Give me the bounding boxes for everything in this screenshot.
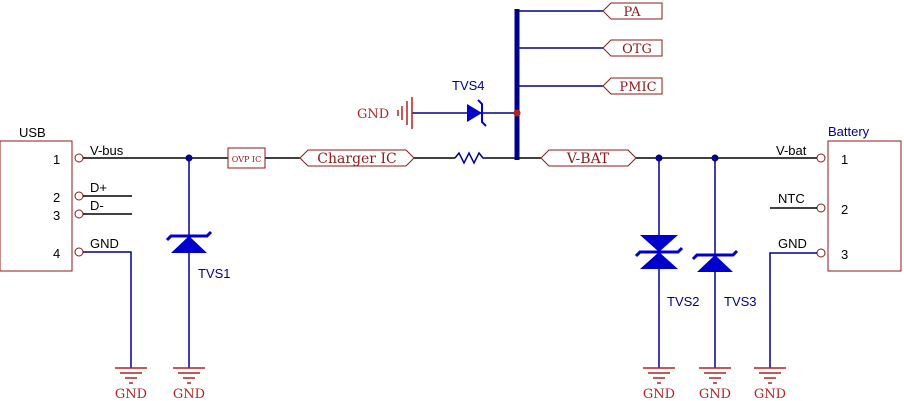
pa-netlabel bbox=[602, 2, 663, 20]
tvs1-diode-bar bbox=[165, 230, 213, 242]
usb-pin-2 bbox=[74, 191, 84, 201]
usb-pin-1 bbox=[74, 153, 84, 163]
otg-netlabel bbox=[602, 39, 663, 57]
tvs2-diode-upper bbox=[640, 235, 678, 252]
resistor-symbol bbox=[454, 151, 485, 165]
usb-connector-body bbox=[0, 140, 73, 272]
gnd-label-tvs1: GND bbox=[173, 387, 205, 401]
battery-pin-1-number: 1 bbox=[841, 152, 848, 167]
battery-connector-body bbox=[827, 140, 902, 272]
battery-pin-2 bbox=[816, 203, 826, 213]
tvs1-label: TVS1 bbox=[198, 266, 231, 281]
tvs2-label: TVS2 bbox=[667, 294, 700, 309]
battery-connector-name: Battery bbox=[828, 124, 870, 139]
usb-pin-2-label: D+ bbox=[90, 180, 107, 195]
tvs4-diode-body bbox=[467, 104, 482, 122]
gnd-label-tvs2: GND bbox=[643, 387, 675, 401]
battery-pin-3-number: 3 bbox=[841, 247, 848, 262]
pmic-label: PMIC bbox=[619, 80, 656, 95]
usb-pin-3-label: D- bbox=[90, 198, 104, 213]
ground-symbol-icon bbox=[699, 367, 731, 384]
ovp-ic-label: OVP IC bbox=[232, 155, 261, 164]
usb-pin-1-label: V-bus bbox=[90, 143, 124, 158]
tvs4-gnd-label: GND bbox=[357, 107, 389, 122]
battery-pin-3 bbox=[816, 248, 826, 258]
battery-pin-1-label: V-bat bbox=[776, 143, 807, 158]
battery-pin-3-label: GND bbox=[778, 236, 807, 251]
tvs3-diode-body bbox=[697, 255, 733, 272]
battery-gnd-wire bbox=[769, 252, 817, 368]
otg-label: OTG bbox=[622, 42, 652, 57]
ground-symbol-icon bbox=[173, 367, 205, 384]
charger-ic-label: Charger IC bbox=[317, 151, 396, 167]
tvs3-diode-bar bbox=[691, 249, 739, 261]
ground-symbol-icon bbox=[115, 367, 147, 384]
usb-pin-4 bbox=[74, 247, 84, 257]
usb-pin-3-number: 3 bbox=[53, 208, 60, 223]
tvs1-diode-body bbox=[171, 236, 207, 253]
tvs2-diode-lower bbox=[640, 252, 678, 269]
tvs4-label: TVS4 bbox=[452, 78, 485, 93]
gnd-label-battery: GND bbox=[754, 387, 786, 401]
usb-gnd-wire bbox=[83, 251, 132, 368]
ground-symbol-icon bbox=[643, 367, 675, 384]
usb-connector-name: USB bbox=[19, 125, 46, 140]
tvs4-ground-symbol-icon bbox=[397, 97, 413, 129]
gnd-label-usb: GND bbox=[115, 387, 147, 401]
usb-pin-3 bbox=[74, 209, 84, 219]
usb-pin-4-label: GND bbox=[90, 236, 119, 251]
vbat-label: V-BAT bbox=[566, 151, 610, 167]
pmic-netlabel bbox=[602, 77, 663, 95]
battery-pin-2-label: NTC bbox=[778, 191, 805, 206]
usb-pin-4-number: 4 bbox=[53, 246, 60, 261]
tvs4-junction-dot bbox=[513, 109, 521, 117]
gnd-label-tvs3: GND bbox=[699, 387, 731, 401]
pa-label: PA bbox=[624, 5, 642, 20]
tvs2-diode-bar bbox=[634, 246, 684, 258]
battery-pin-2-number: 2 bbox=[841, 202, 848, 217]
charger-ic-netlabel bbox=[299, 149, 415, 167]
tvs4-diode-bar bbox=[477, 99, 487, 127]
ovp-ic-box bbox=[227, 147, 266, 169]
tvs3-label: TVS3 bbox=[724, 294, 757, 309]
battery-pin-1 bbox=[816, 153, 826, 163]
usb-pin-2-number: 2 bbox=[53, 190, 60, 205]
ground-symbol-icon bbox=[754, 367, 786, 384]
usb-pin-1-number: 1 bbox=[53, 152, 60, 167]
